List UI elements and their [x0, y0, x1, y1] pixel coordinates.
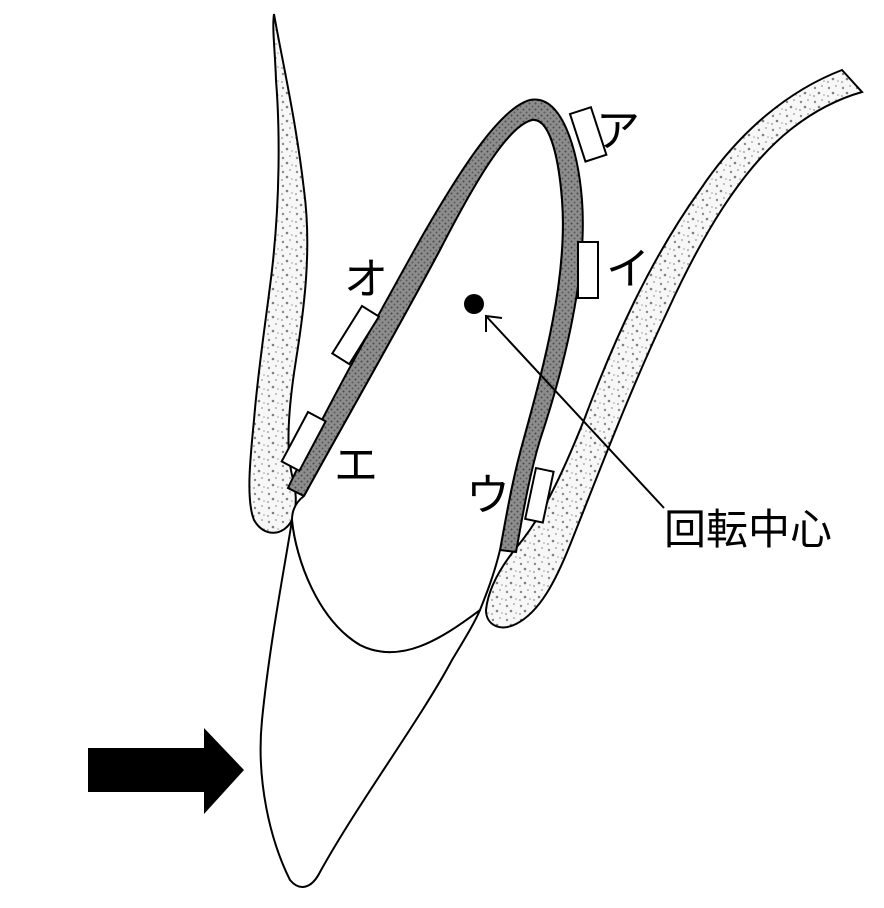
right-alveolar-bone: [484, 68, 864, 629]
tooth-root: [290, 118, 564, 654]
force-arrow: [88, 728, 244, 814]
rotation-center-leader-line: [485, 315, 665, 509]
zone-box-u: [524, 466, 555, 524]
zone-box-a: [568, 105, 608, 163]
label-rotation-center: 回転中心: [664, 505, 832, 554]
zone-box-i: [577, 241, 599, 299]
zone-box-o: [330, 304, 381, 366]
label-u: ウ: [466, 470, 510, 521]
zone-box-e: [280, 410, 328, 473]
leader-arrowhead: [485, 314, 503, 332]
label-o: オ: [344, 254, 388, 305]
left-alveolar-bone: [248, 13, 309, 534]
label-e: エ: [334, 440, 378, 491]
label-i: イ: [606, 244, 650, 295]
rotation-center-dot: [464, 294, 484, 314]
label-a: ア: [596, 106, 640, 157]
